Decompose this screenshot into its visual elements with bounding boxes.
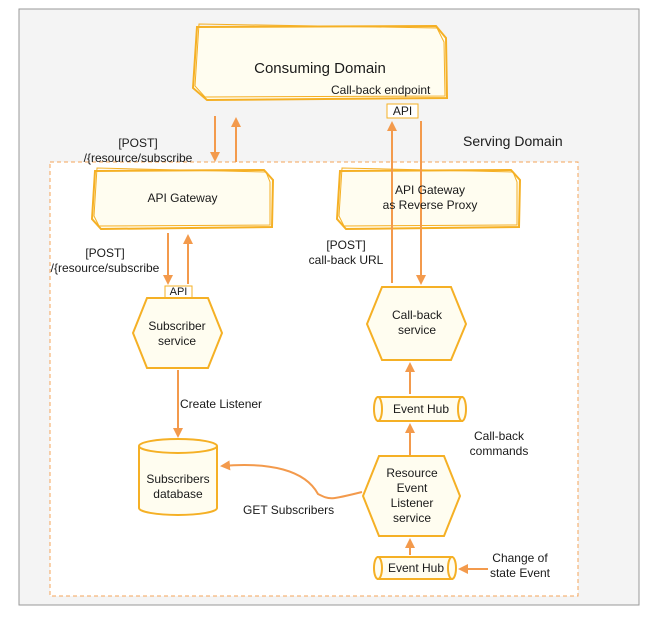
subscribers-database-cylinder — [138, 438, 218, 516]
subscribers-database-label: Subscribers database — [146, 472, 210, 501]
callback-service-label: Call-back service — [391, 308, 442, 337]
subscriber-service-hexagon — [131, 297, 224, 369]
callback-endpoint-label: Call-back endpoint — [331, 83, 431, 97]
get-subscribers-label: GET Subscribers — [243, 503, 335, 517]
api-gateway-label: API Gateway — [147, 191, 218, 205]
resource-listener-hexagon — [361, 455, 462, 537]
event-hub-lower-label: Event Hub — [387, 561, 445, 575]
consuming-domain-title: Consuming Domain — [254, 60, 386, 77]
post-callback-label: [POST] call-back URL — [308, 238, 384, 267]
subscriber-service-label: Subscriber service — [148, 319, 206, 348]
event-hub-upper-label: Event Hub — [392, 402, 450, 416]
api-gateway-proxy-box — [335, 167, 522, 231]
api-gateway-box — [90, 167, 275, 231]
create-listener-label: Create Listener — [180, 397, 263, 411]
resource-listener-label: Resource Event Listener service — [386, 466, 438, 525]
serving-domain-boundary — [49, 161, 579, 597]
event-hub-lower-cylinder — [373, 556, 457, 580]
callback-service-hexagon — [365, 286, 468, 361]
api-tag-top — [386, 103, 419, 119]
serving-domain-title: Serving Domain — [463, 133, 563, 149]
post-subscribe-label-mid: [POST] /{resource/subscribe — [50, 246, 160, 275]
change-state-label: Change of state Event — [489, 551, 551, 580]
api-gateway-proxy-label: API Gateway as Reverse Proxy — [382, 183, 478, 212]
api-top-label: API — [392, 104, 413, 118]
event-hub-upper-cylinder — [373, 396, 467, 422]
post-subscribe-label-top: [POST] /{resource/subscribe — [83, 136, 193, 165]
api-subscriber-label: API — [169, 286, 188, 298]
arrow-listener-to-database — [220, 460, 363, 500]
consuming-domain-box — [191, 23, 449, 102]
callback-commands-label: Call-back commands — [469, 429, 529, 458]
